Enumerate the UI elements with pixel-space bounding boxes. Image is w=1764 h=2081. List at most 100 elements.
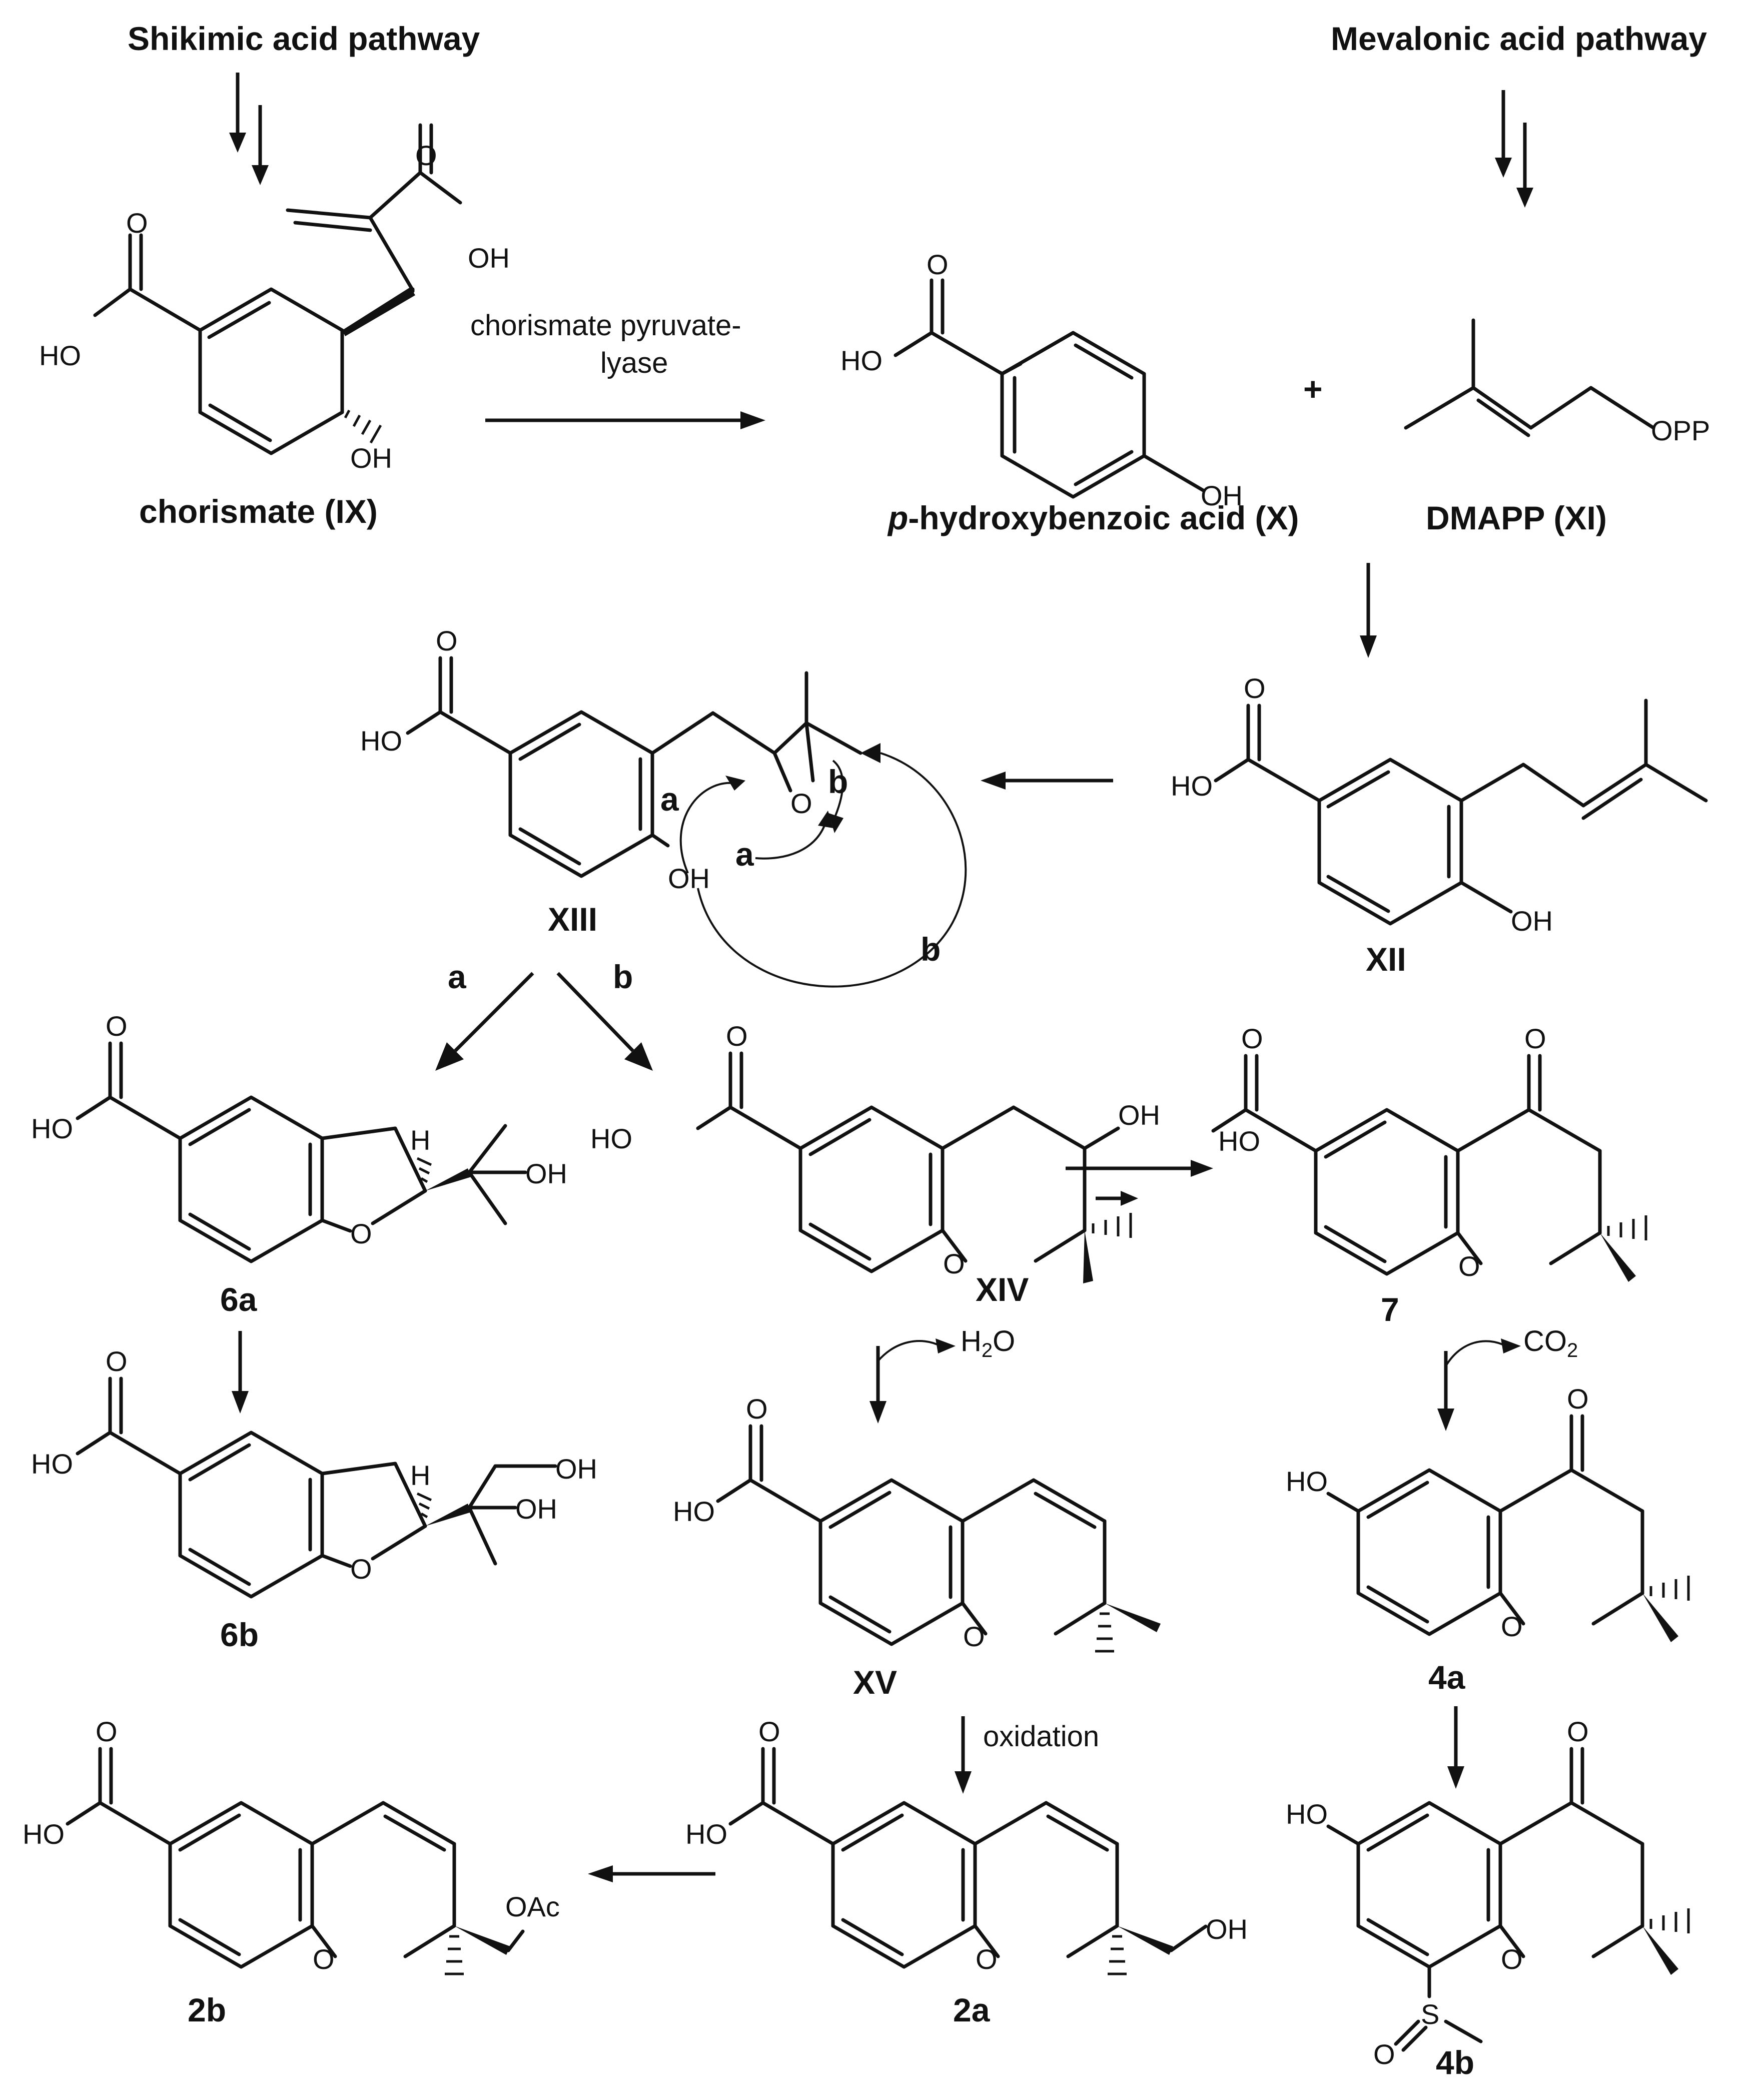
2b-oac: OAc: [505, 1891, 560, 1922]
xiv-acid-o: O: [726, 1020, 748, 1052]
arrow-xiv-to-7: [1066, 1160, 1213, 1206]
chorismate-ring-oh: OH: [350, 442, 392, 474]
xiii-acid-o: O: [436, 625, 458, 656]
4a-ketone-o: O: [1567, 1383, 1589, 1415]
7-acid-o: O: [1241, 1023, 1263, 1054]
chorismate-ring-acid-ho: HO: [39, 340, 81, 371]
shikimic-double-arrow: [229, 73, 269, 185]
2b-acid-o: O: [96, 1716, 118, 1747]
xv-ring-o: O: [963, 1621, 985, 1652]
mevalonic-double-arrow: [1495, 90, 1533, 208]
2b-label: 2b: [188, 1991, 226, 2028]
plus-sign: +: [1303, 370, 1323, 407]
chorismate-label: chorismate (IX): [139, 493, 378, 530]
xiii-phenol-oh: OH: [668, 863, 710, 894]
4a-ring-o: O: [1501, 1611, 1523, 1642]
xii-structure: [1214, 699, 1708, 926]
xii-acid-ho: HO: [1171, 770, 1213, 802]
6b-label: 6b: [220, 1616, 259, 1653]
p-hydroxybenzoic-acid-structure: [894, 278, 1205, 499]
compound-2a-structure: [728, 1747, 1208, 1975]
dmapp-opp: OPP: [1651, 415, 1710, 446]
6b-acid-o: O: [106, 1345, 128, 1377]
chorismate-structure: [93, 123, 462, 455]
chorismate-side-acid-oh: OH: [468, 242, 510, 274]
chorismate-ring-acid-o: O: [126, 207, 148, 239]
7-label: 7: [1381, 1291, 1399, 1328]
6a-label: 6a: [220, 1281, 258, 1318]
xiii-epoxide-o: O: [790, 788, 812, 819]
co2-byproduct: CO2: [1523, 1325, 1578, 1361]
4b-sulfur: S: [1421, 1998, 1439, 2030]
xv-acid-o: O: [746, 1393, 768, 1425]
6a-acid-ho: HO: [31, 1113, 73, 1144]
2b-ring-o: O: [313, 1943, 335, 1975]
enzyme-reaction-arrow: [485, 411, 765, 429]
p-hydroxybenzoic-acid-label: p-hydroxybenzoic acid (X): [887, 499, 1299, 536]
route-a-label: a: [448, 958, 467, 995]
enzyme-label-line2: lyase: [600, 347, 668, 379]
shikimic-pathway-header: Shikimic acid pathway: [128, 20, 480, 57]
xv-label: XV: [853, 1664, 897, 1701]
compound-6a-structure: [76, 1041, 527, 1263]
xiii-label: XIII: [548, 901, 597, 938]
compound-2b-structure: [66, 1747, 525, 1975]
4b-sulfoxide-o: O: [1373, 2038, 1395, 2070]
xiii-structure: [406, 656, 862, 878]
xiii-route-b-lower: b: [921, 931, 941, 968]
compound-4b-structure: [1326, 1747, 1690, 2052]
xiii-route-a-upper: a: [660, 781, 679, 818]
mechanism-curved-arrows: [679, 743, 967, 988]
dmapp-label: DMAPP (XI): [1426, 499, 1607, 536]
enzyme-label-line1: chorismate pyruvate-: [470, 309, 741, 342]
2a-label: 2a: [953, 1991, 991, 2028]
chorismate-side-acid-o: O: [415, 140, 437, 171]
xiv-structure: [696, 1051, 1132, 1283]
6a-ring-o: O: [350, 1218, 372, 1249]
4b-ho: HO: [1286, 1798, 1328, 1830]
arrow-4a-to-4b: [1447, 1706, 1464, 1789]
compound-6b-structure: [76, 1376, 557, 1599]
oxidation-label: oxidation: [983, 1720, 1099, 1753]
4b-ketone-o: O: [1567, 1716, 1589, 1747]
compound-7-structure: [1211, 1054, 1647, 1282]
2a-oh: OH: [1206, 1913, 1248, 1945]
arrow-route-a: [435, 972, 534, 1071]
xiv-ring-o: O: [943, 1248, 965, 1279]
4b-label: 4b: [1436, 2044, 1474, 2081]
dmapp-structure: [1404, 318, 1655, 437]
arrow-7-to-4a: [1437, 1338, 1521, 1431]
2a-acid-ho: HO: [685, 1818, 727, 1850]
7-ketone-o: O: [1524, 1023, 1546, 1054]
arrow-2a-to-2b: [588, 1865, 715, 1882]
xiv-label: XIV: [976, 1271, 1029, 1308]
xv-acid-ho: HO: [673, 1496, 715, 1527]
4a-ho: HO: [1286, 1466, 1328, 1497]
6a-oh: OH: [525, 1158, 567, 1189]
7-ring-o: O: [1458, 1250, 1480, 1282]
x-acid-o: O: [927, 249, 949, 280]
xii-acid-o: O: [1244, 672, 1266, 704]
route-b-label: b: [613, 958, 633, 995]
x-acid-ho: HO: [840, 345, 883, 376]
2a-acid-o: O: [758, 1716, 780, 1747]
xiii-route-b-upper: b: [828, 763, 848, 800]
compound-4a-structure: [1326, 1414, 1690, 1642]
xv-structure: [716, 1424, 1161, 1653]
xiii-route-a-lower: a: [735, 836, 754, 873]
arrow-route-b: [556, 972, 653, 1071]
arrow-to-xii: [1360, 563, 1377, 658]
2a-ring-o: O: [976, 1943, 998, 1975]
7-acid-ho: HO: [1218, 1125, 1260, 1157]
6b-h: H: [410, 1460, 430, 1491]
arrow-6a-to-6b: [232, 1331, 249, 1414]
6b-terminal-oh: OH: [555, 1453, 597, 1485]
6a-h: H: [410, 1124, 430, 1156]
h2o-byproduct: H2O: [961, 1325, 1015, 1361]
6a-acid-o: O: [106, 1010, 128, 1042]
mevalonic-pathway-header: Mevalonic acid pathway: [1331, 20, 1707, 57]
arrow-xiv-to-xv: [869, 1338, 956, 1424]
xii-label: XII: [1366, 941, 1406, 978]
4b-ring-o: O: [1501, 1943, 1523, 1975]
